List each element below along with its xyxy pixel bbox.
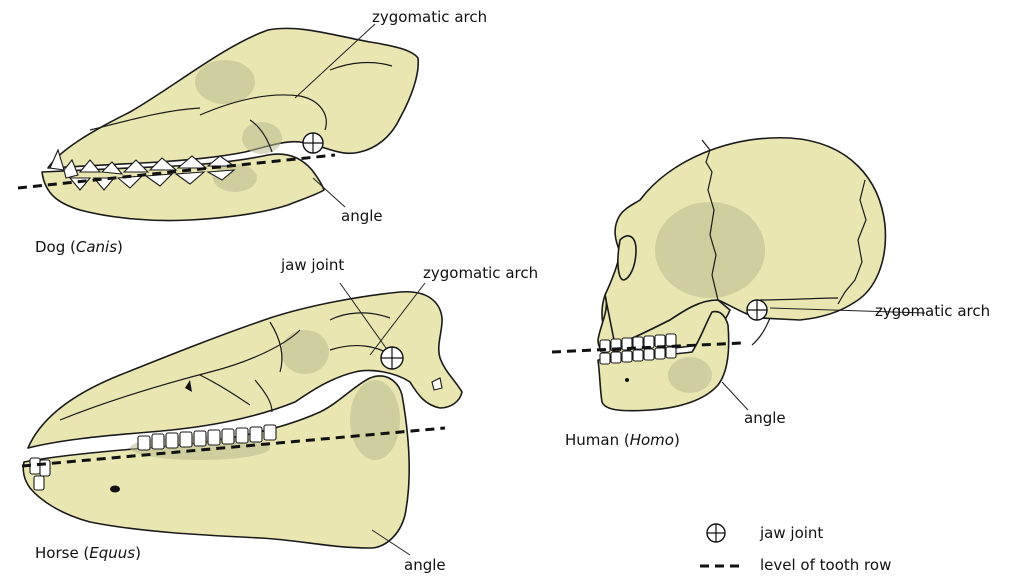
legend-jaw-joint-label: jaw joint (759, 524, 823, 542)
dog-caption-prefix: Dog ( (35, 238, 76, 256)
horse-jaw-joint-label: jaw joint (280, 256, 344, 274)
horse-caption-suffix: ) (135, 544, 141, 562)
human-mental-foramen (625, 378, 629, 382)
dog-shade-temporal (195, 60, 255, 104)
human-caption-genus: Homo (630, 431, 674, 449)
dog-shade-orbit (242, 122, 282, 154)
human-angle-leader (722, 382, 748, 410)
dog-skull: zygomatic arch angle Dog (Canis) (18, 8, 487, 256)
dog-caption: Dog (Canis) (35, 238, 123, 256)
horse-caption: Horse (Equus) (35, 544, 141, 562)
human-caption-prefix: Human ( (565, 431, 630, 449)
human-caption: Human (Homo) (565, 431, 680, 449)
dog-zygomatic-label: zygomatic arch (372, 8, 487, 26)
horse-shade-ramus (350, 380, 400, 460)
human-angle-label: angle (744, 409, 786, 427)
human-zygomatic-label: zygomatic arch (875, 302, 990, 320)
legend-tooth-row-label: level of tooth row (760, 556, 891, 574)
horse-zygomatic-label: zygomatic arch (423, 264, 538, 282)
human-shade-temporal (655, 202, 765, 298)
horse-caption-genus: Equus (89, 544, 135, 562)
dog-caption-suffix: ) (117, 238, 123, 256)
horse-skull: jaw joint zygomatic arch angle Horse (Eq… (22, 256, 538, 574)
horse-angle-label: angle (404, 556, 446, 574)
horse-foramen-lower (110, 486, 120, 493)
horse-caption-prefix: Horse ( (35, 544, 89, 562)
horse-shade-orbit (281, 330, 329, 374)
legend-jaw-joint-symbol (707, 524, 725, 542)
human-skull: zygomatic arch angle Human (Homo) (552, 138, 990, 449)
dog-caption-genus: Canis (76, 238, 117, 256)
legend: jaw joint level of tooth row (700, 524, 891, 574)
human-jaw-joint-marker (747, 300, 767, 320)
human-shade-ramus (668, 357, 712, 393)
human-caption-suffix: ) (674, 431, 680, 449)
dog-angle-label: angle (341, 207, 383, 225)
horse-jaw-joint-marker (381, 347, 403, 369)
dog-jaw-joint-marker (303, 133, 323, 153)
human-mastoid-line (752, 318, 770, 345)
